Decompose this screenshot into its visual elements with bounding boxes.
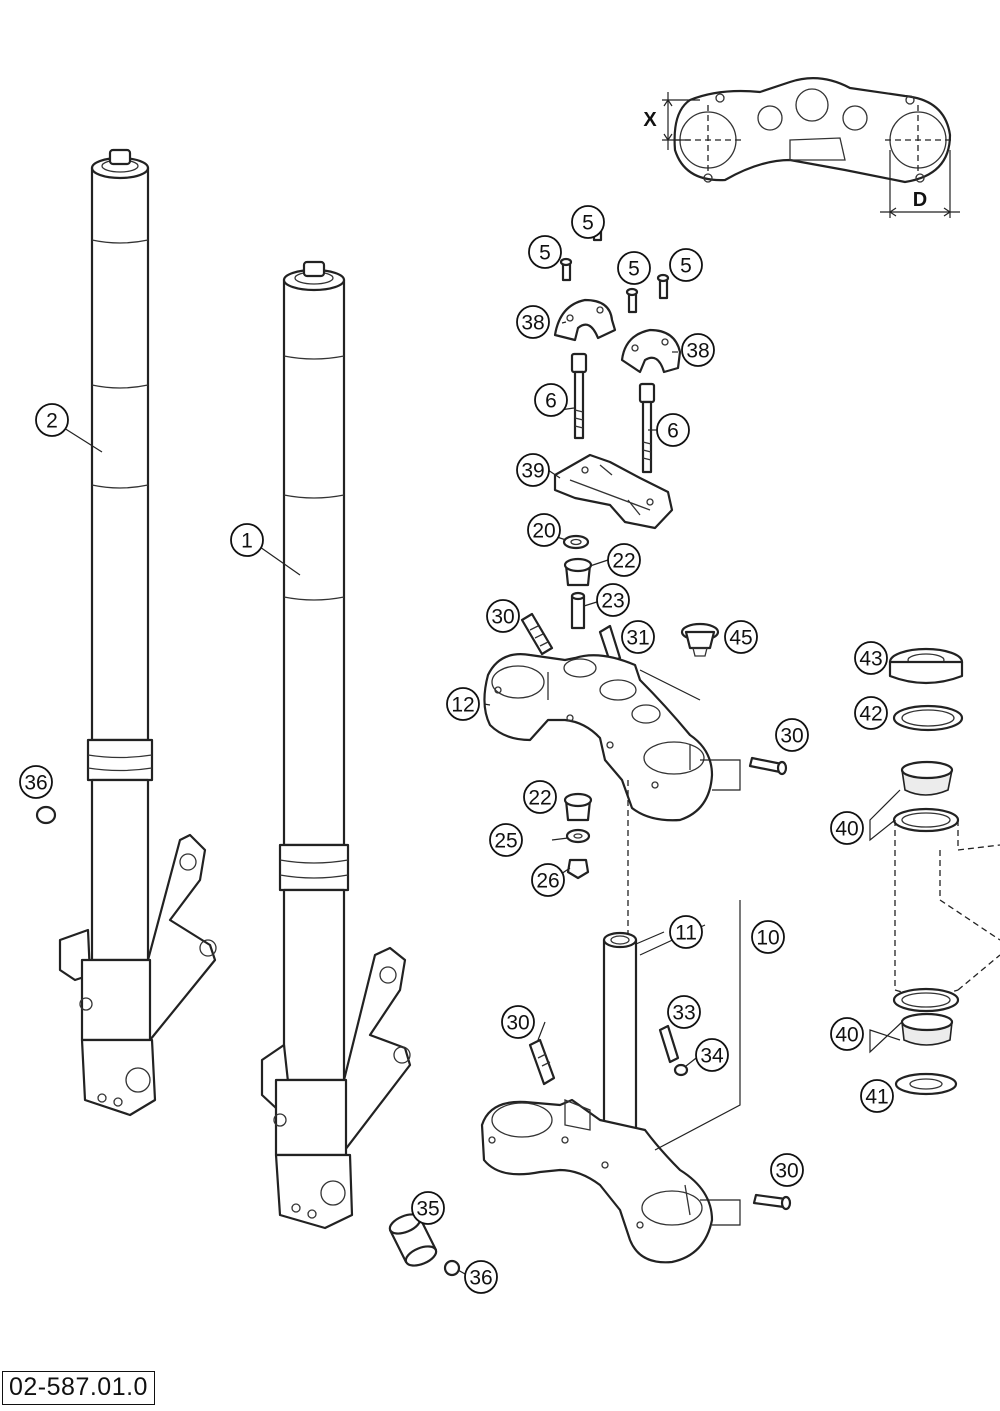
callout-11: 11 — [669, 915, 703, 949]
drawing-code-label: 02-587.01.0 — [2, 1371, 155, 1405]
svg-text:41: 41 — [865, 1086, 888, 1109]
svg-text:36: 36 — [24, 772, 47, 795]
callout-5: 5 — [528, 235, 562, 269]
callout-40: 40 — [830, 811, 864, 845]
callout-42: 42 — [854, 696, 888, 730]
svg-text:11: 11 — [675, 922, 697, 945]
callout-30: 30 — [770, 1153, 804, 1187]
svg-text:6: 6 — [667, 420, 679, 443]
callout-26: 26 — [531, 863, 565, 897]
callout-31: 31 — [621, 620, 655, 654]
axle-bushing-parts — [35, 805, 461, 1277]
callout-38: 38 — [681, 333, 715, 367]
callout-34: 34 — [695, 1038, 729, 1072]
dimension-d-label: D — [913, 189, 927, 211]
svg-text:43: 43 — [859, 648, 882, 671]
svg-text:31: 31 — [626, 627, 649, 650]
svg-text:35: 35 — [416, 1198, 439, 1221]
dimension-x-label: X — [643, 109, 657, 131]
svg-text:23: 23 — [601, 590, 624, 613]
callout-1: 1 — [230, 523, 264, 557]
callout-5: 5 — [669, 248, 703, 282]
svg-text:1: 1 — [241, 530, 253, 553]
callout-2: 2 — [35, 403, 69, 437]
callout-36: 36 — [464, 1260, 498, 1294]
callout-35: 35 — [411, 1191, 445, 1225]
callout-30: 30 — [486, 599, 520, 633]
inset-clamp-dimension-view: X D — [643, 77, 960, 218]
callout-22: 22 — [523, 780, 557, 814]
callout-39: 39 — [516, 453, 550, 487]
svg-text:38: 38 — [686, 340, 709, 363]
callout-45: 45 — [724, 620, 758, 654]
svg-text:26: 26 — [536, 870, 559, 893]
callout-12: 12 — [446, 687, 480, 721]
callout-25: 25 — [489, 823, 523, 857]
svg-text:33: 33 — [672, 1002, 695, 1025]
callout-20: 20 — [527, 513, 561, 547]
svg-text:22: 22 — [528, 787, 551, 810]
svg-text:36: 36 — [469, 1267, 492, 1290]
svg-text:30: 30 — [506, 1012, 529, 1035]
callout-41: 41 — [860, 1079, 894, 1113]
svg-text:20: 20 — [532, 520, 555, 543]
svg-text:12: 12 — [451, 694, 474, 717]
svg-text:5: 5 — [628, 258, 640, 281]
callout-43: 43 — [854, 641, 888, 675]
callout-30: 30 — [775, 718, 809, 752]
svg-text:22: 22 — [612, 550, 635, 573]
svg-text:5: 5 — [582, 212, 594, 235]
callout-30: 30 — [501, 1005, 535, 1039]
callout-33: 33 — [667, 995, 701, 1029]
svg-text:39: 39 — [521, 460, 544, 483]
svg-text:6: 6 — [545, 390, 557, 413]
svg-text:30: 30 — [775, 1160, 798, 1183]
svg-text:5: 5 — [680, 255, 692, 278]
svg-text:5: 5 — [539, 242, 551, 265]
svg-text:40: 40 — [835, 1024, 858, 1047]
callout-5: 5 — [617, 251, 651, 285]
callout-38: 38 — [516, 305, 550, 339]
upper-triple-clamp-hardware — [520, 534, 720, 664]
callout-36: 36 — [19, 765, 53, 799]
callout-10: 10 — [751, 920, 785, 954]
svg-text:40: 40 — [835, 818, 858, 841]
callout-6: 6 — [534, 383, 568, 417]
svg-text:25: 25 — [494, 830, 517, 853]
upper-triple-clamp — [483, 653, 788, 940]
callout-6: 6 — [656, 413, 690, 447]
svg-text:2: 2 — [46, 410, 58, 433]
svg-text:30: 30 — [491, 606, 514, 629]
svg-text:45: 45 — [729, 627, 752, 650]
steering-head-bearings — [869, 647, 1000, 1096]
handlebar-clamp-parts — [553, 217, 682, 530]
svg-text:38: 38 — [521, 312, 544, 335]
callout-5: 5 — [571, 205, 605, 239]
fork-leg-left — [58, 148, 217, 1117]
callout-40: 40 — [830, 1017, 864, 1051]
steering-stem-lower-clamp — [480, 900, 792, 1264]
svg-text:10: 10 — [756, 927, 779, 950]
callout-23: 23 — [596, 583, 630, 617]
stem-nut-group — [563, 792, 593, 880]
svg-text:42: 42 — [859, 703, 882, 726]
svg-text:30: 30 — [780, 725, 803, 748]
svg-text:34: 34 — [700, 1045, 724, 1068]
callout-22: 22 — [607, 543, 641, 577]
fork-leg-right — [260, 260, 412, 1230]
